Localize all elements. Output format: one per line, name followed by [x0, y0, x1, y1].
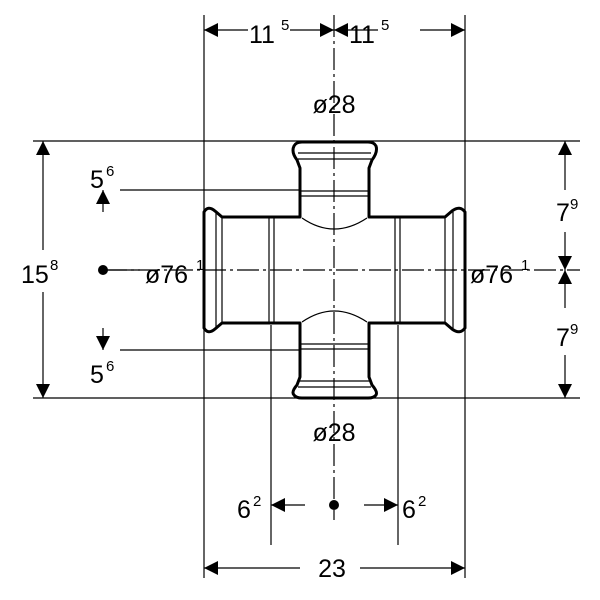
dim-sup: 5 — [381, 17, 389, 34]
dim-sup: 9 — [570, 196, 578, 213]
dim-right-upper: 7 — [556, 199, 570, 227]
dimension-arrows — [36, 23, 572, 575]
dim-right-diameter: ø76 — [470, 261, 513, 289]
dim-left-diameter: ø76 — [145, 261, 188, 289]
dimension-labels: 11 5 11 5 ø28 ø28 ø76 1 ø76 1 15 8 5 6 5… — [21, 17, 578, 583]
dim-sup: 6 — [106, 163, 114, 180]
dim-sup: 8 — [50, 257, 58, 274]
dim-upper-offset: 5 — [90, 166, 104, 194]
dim-sup: 5 — [281, 17, 289, 34]
dim-sup: 9 — [570, 321, 578, 338]
dim-top-left: 11 — [249, 21, 275, 49]
extension-lines — [33, 15, 580, 578]
dim-sup: 1 — [521, 257, 529, 274]
dim-lower-offset: 5 — [90, 361, 104, 389]
cross-fitting — [202, 140, 467, 400]
dim-sup: 6 — [106, 358, 114, 375]
dim-top-diameter: ø28 — [312, 91, 355, 119]
dim-right-lower: 7 — [556, 324, 570, 352]
dim-right-insertion: 6 — [402, 496, 416, 524]
dim-bottom-diameter: ø28 — [312, 419, 355, 447]
dim-sup: 2 — [253, 493, 261, 510]
center-lines — [105, 15, 580, 520]
dim-total-height: 15 — [21, 261, 49, 289]
dim-sup: 2 — [418, 493, 426, 510]
dim-left-insertion: 6 — [237, 496, 251, 524]
dim-sup: 1 — [196, 257, 204, 274]
dim-top-right: 11 — [349, 21, 375, 49]
dim-total-width: 23 — [318, 555, 346, 583]
